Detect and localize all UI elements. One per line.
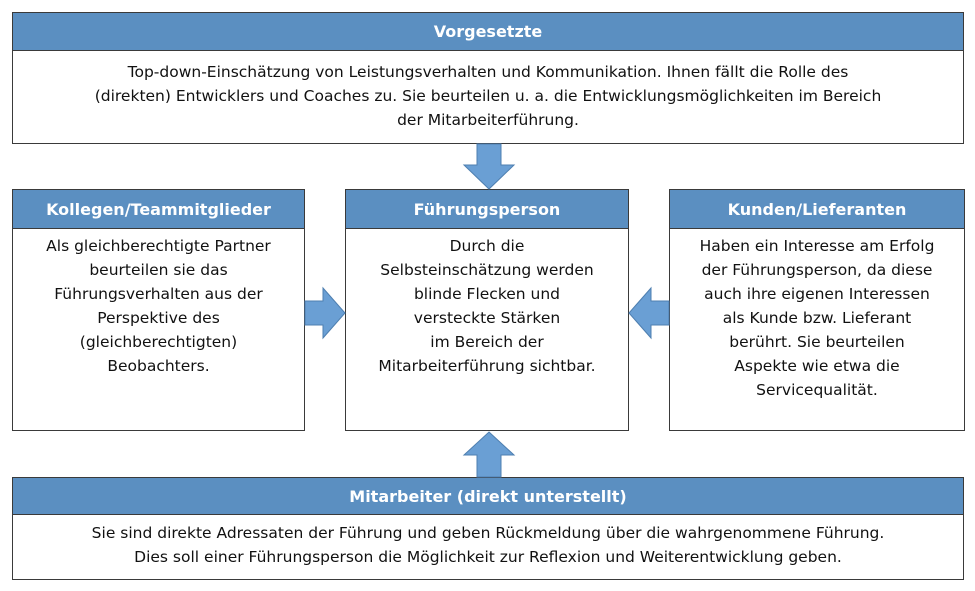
text-vorgesetzte: Top-down-Einschätzung von Leistungsverha… — [13, 51, 963, 138]
arrow-shape — [628, 286, 670, 340]
text-kollegen: Als gleichberechtigte Partner beurteilen… — [13, 229, 304, 384]
box-vorgesetzte: Vorgesetzte Top-down-Einschätzung von Le… — [12, 12, 964, 144]
text-line: (gleichberechtigten) — [79, 333, 238, 351]
text-fuehrungsperson: Durch die Selbsteinschätzung werden blin… — [346, 229, 628, 384]
text-line: berührt. Sie beurteilen — [729, 333, 905, 351]
text-line: Haben ein Interesse am Erfolg — [699, 237, 935, 255]
box-kunden: Kunden/Lieferanten Haben ein Interesse a… — [669, 189, 965, 431]
header-kunden: Kunden/Lieferanten — [670, 190, 964, 229]
arrow-right-icon — [304, 286, 346, 340]
text-kunden: Haben ein Interesse am Erfolg der Führun… — [670, 229, 964, 408]
text-line: Mitarbeiterführung sichtbar. — [378, 357, 596, 375]
text-line: Perspektive des — [97, 309, 220, 327]
text-line: Dies soll einer Führungsperson die Mögli… — [134, 548, 842, 566]
box-fuehrungsperson: Führungsperson Durch die Selbsteinschätz… — [345, 189, 629, 431]
arrow-shape — [304, 286, 346, 340]
text-line: beurteilen sie das — [89, 261, 228, 279]
text-mitarbeiter: Sie sind direkte Adressaten der Führung … — [13, 515, 963, 575]
text-line: Sie sind direkte Adressaten der Führung … — [91, 524, 885, 542]
arrow-left-icon — [628, 286, 670, 340]
text-line: der Führungsperson, da diese — [701, 261, 933, 279]
box-mitarbeiter: Mitarbeiter (direkt unterstellt) Sie sin… — [12, 477, 964, 580]
arrow-shape — [462, 143, 516, 190]
text-line: im Bereich der — [430, 333, 544, 351]
text-line: Führungsverhalten aus der — [54, 285, 263, 303]
header-mitarbeiter: Mitarbeiter (direkt unterstellt) — [13, 478, 963, 515]
header-vorgesetzte: Vorgesetzte — [13, 13, 963, 51]
arrow-down-icon — [462, 143, 516, 190]
text-line: blinde Flecken und — [413, 285, 561, 303]
text-line: Top-down-Einschätzung von Leistungsverha… — [127, 63, 849, 81]
text-line: Aspekte wie etwa die — [734, 357, 900, 375]
text-line: versteckte Stärken — [413, 309, 561, 327]
header-kollegen: Kollegen/Teammitglieder — [13, 190, 304, 229]
header-fuehrungsperson: Führungsperson — [346, 190, 628, 229]
text-line: als Kunde bzw. Lieferant — [722, 309, 912, 327]
text-line: Servicequalität. — [756, 381, 878, 399]
arrow-up-icon — [462, 431, 516, 478]
arrow-shape — [462, 431, 516, 478]
text-line: (direkten) Entwicklers und Coaches zu. S… — [94, 87, 882, 105]
text-line: Selbsteinschätzung werden — [380, 261, 594, 279]
text-line: Durch die — [449, 237, 525, 255]
text-line: auch ihre eigenen Interessen — [704, 285, 930, 303]
text-line: Beobachters. — [107, 357, 210, 375]
box-kollegen: Kollegen/Teammitglieder Als gleichberech… — [12, 189, 305, 431]
text-line: der Mitarbeiterführung. — [397, 111, 579, 129]
text-line: Als gleichberechtigte Partner — [46, 237, 271, 255]
